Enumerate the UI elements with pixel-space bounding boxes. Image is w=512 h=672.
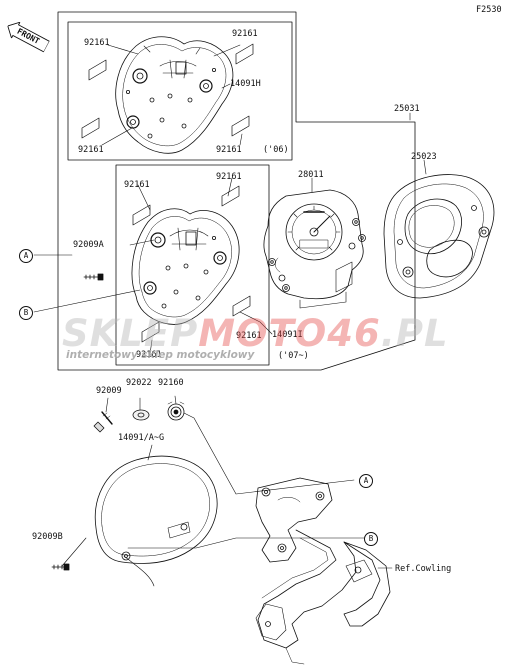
label-92161-e: 92161 [124,180,150,190]
label-92161-g: 92161 [236,331,262,341]
label-92161-f: 92161 [216,172,242,182]
watermark-part-1: SKLEP [62,312,199,355]
label-14091i: 14091I [272,330,303,340]
front-arrow: FRONT [4,18,51,55]
frame-lines [57,11,416,371]
callout-a-right: A [359,474,373,488]
upper-meter-cover [115,36,234,154]
sticker-parallelograms [81,43,254,343]
meter-assembly [263,189,366,309]
label-14091-a-g: 14091/A~G [118,433,165,443]
watermark-part-3: 46 [327,312,381,355]
watermark-subtitle: internetowy sklep motocyklowy [66,349,255,361]
label-14091h: 14091H [230,79,261,89]
label-92161-b: 92161 [232,29,258,39]
label-25031: 25031 [394,104,420,114]
lower-meter-cover [131,208,240,325]
figure-code: F2530 [476,5,502,15]
outer-cover [94,455,218,587]
label-92161-c: 92161 [78,145,104,155]
label-92022: 92022 [126,378,152,388]
meter-visor [383,174,495,299]
callout-b-left: B [19,306,33,320]
label-ref-cowling: Ref.Cowling [395,564,452,574]
watermark-part-4: .PL [380,312,449,355]
callout-a-left: A [19,249,33,263]
mounting-bracket [255,477,391,665]
label-28011: 28011 [298,170,324,180]
label-25023: 25023 [411,152,437,162]
leader-lines [33,44,427,569]
label-92009a: 92009A [73,240,104,250]
watermark-logo: SKLEPMOTO46.PL [62,312,449,355]
label-92009b: 92009B [32,532,63,542]
label-92161-h: 92161 [136,350,162,360]
hardware-parts [51,273,185,571]
label-variant-07: ('07~) [278,351,309,361]
callout-b-right: B [364,532,378,546]
label-92161-a: 92161 [84,38,110,48]
label-92009: 92009 [96,386,122,396]
label-variant-06: ('06) [263,145,289,155]
label-92161-d: 92161 [216,145,242,155]
label-92160: 92160 [158,378,184,388]
watermark-part-2: MOTO [198,312,328,355]
